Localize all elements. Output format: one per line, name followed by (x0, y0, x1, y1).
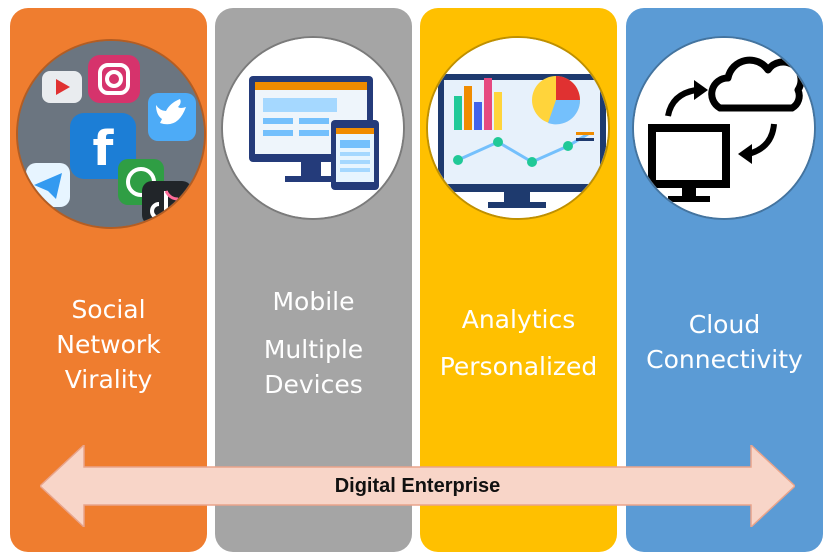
digital-enterprise-arrow: Digital Enterprise (40, 445, 795, 527)
column-line: Analytics (461, 305, 576, 334)
column-line: Multiple (263, 335, 364, 364)
column-line: Network (56, 330, 161, 359)
column-social: f Social Network Virality (10, 8, 207, 552)
svg-text:f: f (93, 121, 115, 177)
column-line: Connectivity (646, 345, 803, 374)
column-line: Cloud (688, 310, 761, 339)
column-analytics: Analytics Personalized (420, 8, 617, 552)
digital-enterprise-label: Digital Enterprise (334, 475, 501, 497)
column-line: Virality (64, 365, 153, 394)
social-media-apps-icon: f (18, 41, 204, 227)
column-line: Devices (264, 370, 363, 399)
cloud-sync-computer-icon (634, 38, 814, 218)
desktop-and-tablet-icon (223, 38, 403, 218)
column-cloud: Cloud Connectivity (626, 8, 823, 552)
double-arrow-icon (40, 445, 795, 527)
column-line: Personalized (439, 352, 598, 381)
column-line: Social (71, 295, 146, 324)
column-line: Mobile (272, 287, 355, 316)
column-mobile: Mobile Multiple Devices (215, 8, 412, 552)
analytics-dashboard-icon (428, 38, 608, 218)
